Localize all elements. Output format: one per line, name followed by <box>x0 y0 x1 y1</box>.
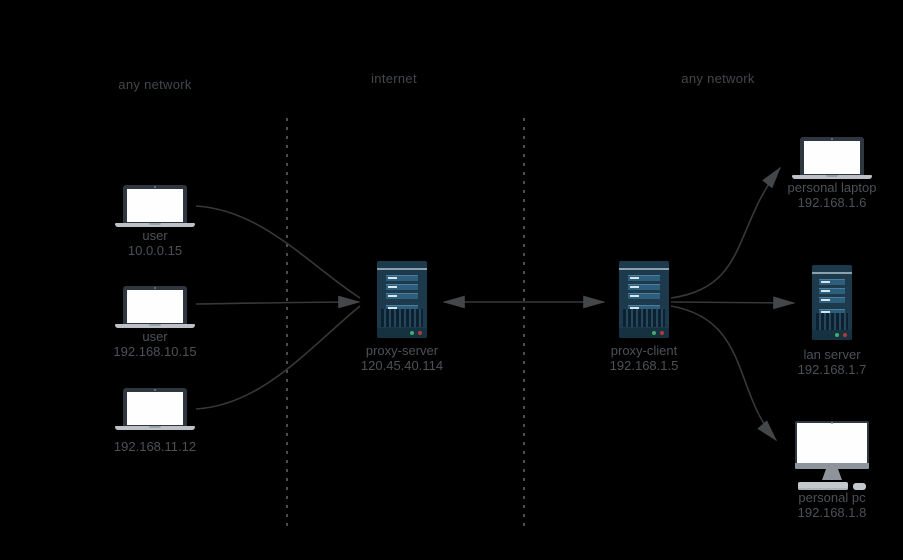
monitor-icon <box>795 421 869 463</box>
green-led-icon <box>835 333 839 337</box>
laptop-screen <box>127 189 183 222</box>
node-personal-pc <box>795 421 869 490</box>
node-label-personal-pc: personal pc 192.168.1.8 <box>762 490 902 520</box>
server-bottom-panel <box>377 328 427 338</box>
node-name: proxy-client <box>610 343 678 358</box>
server-vents-icon <box>381 309 423 327</box>
red-led-icon <box>418 331 422 335</box>
node-name: personal laptop <box>787 180 877 195</box>
laptop-screen <box>127 290 183 323</box>
node-label-proxy-client: proxy-client 192.168.1.5 <box>574 343 714 373</box>
webcam-dot-icon <box>831 422 833 424</box>
server-drive-bays-icon <box>819 279 845 318</box>
server-vents-icon <box>623 309 665 327</box>
node-ip: 192.168.11.12 <box>113 439 197 454</box>
node-ip: 10.0.0.15 <box>127 243 183 258</box>
webcam-dot-icon <box>154 287 156 289</box>
red-led-icon <box>843 333 847 337</box>
green-led-icon <box>652 331 656 335</box>
server-drive-bays-icon <box>628 275 660 314</box>
node-lan-server <box>812 265 852 340</box>
webcam-dot-icon <box>154 186 156 188</box>
node-label-user-3: 192.168.11.12 <box>85 439 225 454</box>
server-vents-icon <box>816 313 848 331</box>
node-name: proxy-server <box>365 343 439 358</box>
laptop-screen <box>804 141 860 174</box>
server-bottom-panel <box>812 330 852 340</box>
node-name: user <box>142 228 168 243</box>
server-top-band <box>377 268 427 270</box>
laptop-base <box>115 223 195 227</box>
edge-proxy-client-personal-laptop <box>670 166 781 299</box>
node-ip: 120.45.40.114 <box>360 358 444 373</box>
mouse-icon <box>853 482 866 490</box>
node-ip: 192.168.10.15 <box>113 344 197 359</box>
monitor-stand <box>822 469 842 480</box>
dotted-separator-right <box>523 118 525 527</box>
node-label-user-1: user 10.0.0.15 <box>95 228 215 258</box>
node-user-1 <box>115 185 195 227</box>
node-ip: 192.168.1.6 <box>797 195 867 210</box>
laptop-base <box>115 324 195 328</box>
node-name: user <box>142 329 168 344</box>
webcam-dot-icon <box>154 389 156 391</box>
edge-proxy-client-lan-server <box>670 296 796 310</box>
webcam-dot-icon <box>831 138 833 140</box>
red-led-icon <box>660 331 664 335</box>
laptop-icon <box>123 286 187 324</box>
node-label-personal-laptop: personal laptop 192.168.1.6 <box>762 180 902 210</box>
laptop-base <box>115 426 195 430</box>
green-led-icon <box>410 331 414 335</box>
node-name: lan server <box>803 347 861 362</box>
node-name: personal pc <box>798 490 866 505</box>
section-header-any-network-right: any network <box>681 71 755 86</box>
node-proxy-server <box>377 261 427 338</box>
edge-user3-proxy-server <box>195 305 361 410</box>
keyboard-icon <box>798 482 848 490</box>
server-led-lights <box>835 333 847 337</box>
dotted-separator-left <box>286 118 288 526</box>
server-drive-bays-icon <box>386 275 418 314</box>
edge-user2-proxy-server <box>195 295 361 309</box>
node-label-proxy-server: proxy-server 120.45.40.114 <box>332 343 472 373</box>
node-ip: 192.168.1.5 <box>609 358 679 373</box>
edge-user1-proxy-server <box>195 205 361 299</box>
node-proxy-client <box>619 261 669 338</box>
node-ip: 192.168.1.7 <box>797 362 867 377</box>
laptop-screen <box>127 392 183 425</box>
node-personal-laptop <box>792 137 872 179</box>
server-top-band <box>619 268 669 270</box>
laptop-icon <box>800 137 864 175</box>
node-label-user-2: user 192.168.10.15 <box>85 329 225 359</box>
server-led-lights <box>652 331 664 335</box>
node-ip: 192.168.1.8 <box>797 505 867 520</box>
node-user-3 <box>115 388 195 430</box>
monitor-chin <box>795 463 869 469</box>
server-led-lights <box>410 331 422 335</box>
section-header-internet: internet <box>371 71 417 86</box>
laptop-icon <box>123 388 187 426</box>
server-bottom-panel <box>619 328 669 338</box>
node-label-lan-server: lan server 192.168.1.7 <box>762 347 902 377</box>
node-user-2 <box>115 286 195 328</box>
server-top-band <box>812 272 852 274</box>
laptop-base <box>792 175 872 179</box>
laptop-icon <box>123 185 187 223</box>
section-header-any-network-left: any network <box>118 77 192 92</box>
edge-proxy-client-personal-pc <box>670 305 778 442</box>
